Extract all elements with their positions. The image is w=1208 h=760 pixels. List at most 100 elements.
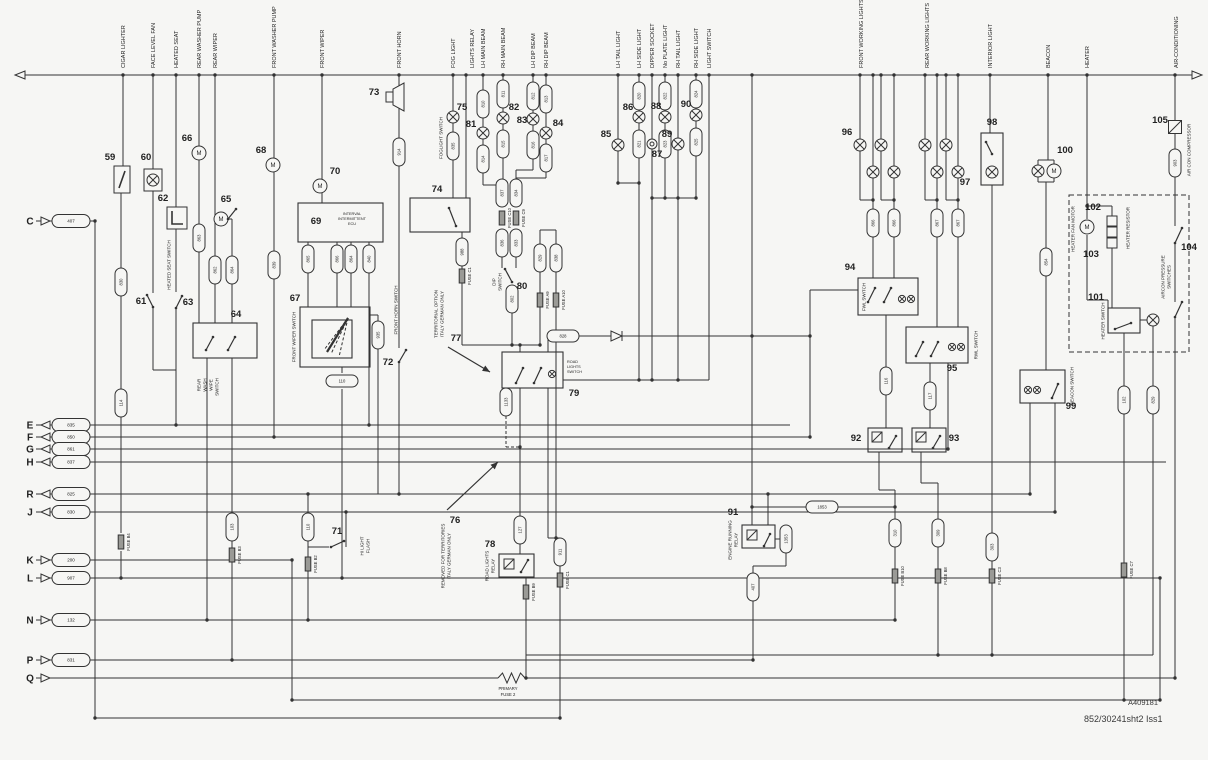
component-label: HEATER FAN MOTOR — [1071, 205, 1076, 252]
component-box — [741, 524, 776, 549]
junction-dot — [892, 198, 896, 202]
lamp-icon — [876, 140, 886, 150]
junction-dot — [521, 366, 525, 370]
annotation-arrowhead-icon — [482, 365, 490, 372]
component-number: 80 — [517, 281, 528, 292]
lamp-icon — [889, 167, 899, 177]
wire-number: 110 — [306, 523, 311, 530]
wire-number: 988 — [460, 248, 465, 256]
motor-letter: M — [197, 151, 202, 157]
wire-label-capsule — [476, 144, 490, 174]
junction-dot — [367, 423, 371, 427]
junction-dot — [290, 698, 294, 702]
wire-label-capsule — [923, 381, 937, 411]
junction-dot — [929, 354, 933, 358]
wire-label-capsule — [526, 81, 540, 111]
wire-number: 117 — [928, 392, 933, 399]
component-number: 65 — [221, 194, 232, 205]
switch-stroke — [330, 540, 345, 548]
junction-dot — [694, 196, 698, 200]
terminal-letter: G — [26, 445, 34, 456]
junction-dot — [808, 334, 812, 338]
component-number: 88 — [651, 101, 662, 112]
circuit-label: LH DIP BEAM — [531, 33, 537, 68]
wire-label-capsule — [689, 127, 703, 157]
junction-dot — [871, 198, 875, 202]
switch-stroke — [1051, 383, 1059, 399]
wire-number: 914 — [397, 148, 402, 156]
component-number: 74 — [432, 184, 443, 195]
resistor-icon — [1106, 215, 1118, 227]
wire-number: 1353 — [784, 534, 789, 544]
component-label: WIPE — [209, 379, 214, 391]
wire-label-capsule — [51, 455, 91, 469]
wire-number: 407 — [751, 583, 756, 591]
wire-label-capsule — [301, 244, 315, 274]
motor-icon — [312, 178, 328, 194]
motor-letter: M — [1085, 225, 1090, 231]
junction-dot — [174, 73, 178, 77]
junction-dot — [151, 73, 155, 77]
component-label: PRIMARY — [498, 686, 517, 691]
wire-label-capsule — [985, 532, 999, 562]
component-label: REMOVED FOR TERRITORIES — [441, 524, 446, 589]
lamp-icon — [920, 140, 930, 150]
junction-dot — [616, 181, 620, 185]
junction-dot — [1085, 73, 1089, 77]
junction-dot — [887, 446, 891, 450]
component-label: REAR — [197, 378, 202, 391]
junction-dot — [931, 446, 935, 450]
resistor-icon — [1106, 237, 1118, 249]
component-number: 63 — [183, 297, 194, 308]
zigzag-fuse-icon — [497, 671, 526, 685]
terminal-arrow-icon — [40, 673, 52, 683]
junction-dot — [750, 505, 754, 509]
component-number: 69 — [311, 216, 322, 227]
wire-number: 829 — [1151, 396, 1156, 404]
wire-number: 867 — [956, 219, 961, 227]
switch-stroke — [520, 559, 529, 573]
junction-dot — [676, 73, 680, 77]
junction-dot — [514, 381, 518, 385]
junction-dot — [879, 73, 883, 77]
junction-dot — [990, 653, 994, 657]
wire-number: 863 — [197, 234, 202, 242]
wire-number: 1133 — [504, 397, 509, 407]
relay-coil-icon — [915, 431, 927, 443]
switch-stroke — [533, 367, 542, 384]
dipper-socket-icon — [649, 141, 655, 147]
wire-number: 811 — [501, 90, 506, 97]
wire-number: 824 — [694, 90, 699, 98]
junction-dot — [544, 73, 548, 77]
wire-label-capsule — [301, 512, 315, 542]
terminal-letter: L — [27, 574, 33, 585]
junction-dot — [914, 354, 918, 358]
wire-number: 309 — [936, 529, 941, 537]
junction-dot — [882, 300, 886, 304]
junction-dot — [554, 536, 558, 540]
fuse-label: FUSE B2 — [313, 555, 318, 573]
lamp-icon — [634, 112, 644, 122]
junction-dot — [676, 378, 680, 382]
terminal-arrow-icon — [40, 655, 52, 665]
component-label: ROAD LIGHTS — [485, 551, 490, 582]
diode-icon — [610, 330, 624, 342]
junction-dot — [1173, 315, 1177, 319]
lamp-icon — [528, 114, 538, 124]
fuse-label: FUSE A10 — [561, 290, 566, 310]
wire-number: 110 — [339, 379, 346, 384]
component-label: WASH — [203, 378, 208, 391]
component-number: 75 — [457, 102, 468, 113]
wire-label-capsule — [114, 267, 128, 297]
motor-icon — [1079, 219, 1095, 235]
junction-dot — [180, 294, 184, 298]
fan-icon — [148, 175, 154, 181]
component-box — [409, 197, 471, 233]
component-number: 96 — [842, 127, 853, 138]
switch-stroke — [1174, 301, 1183, 318]
wire-label-capsule — [658, 129, 672, 159]
bus-arrow-right-icon — [1191, 70, 1204, 80]
junction-dot — [923, 73, 927, 77]
wire-number: 303 — [990, 543, 995, 551]
component-number: 60 — [141, 152, 152, 163]
